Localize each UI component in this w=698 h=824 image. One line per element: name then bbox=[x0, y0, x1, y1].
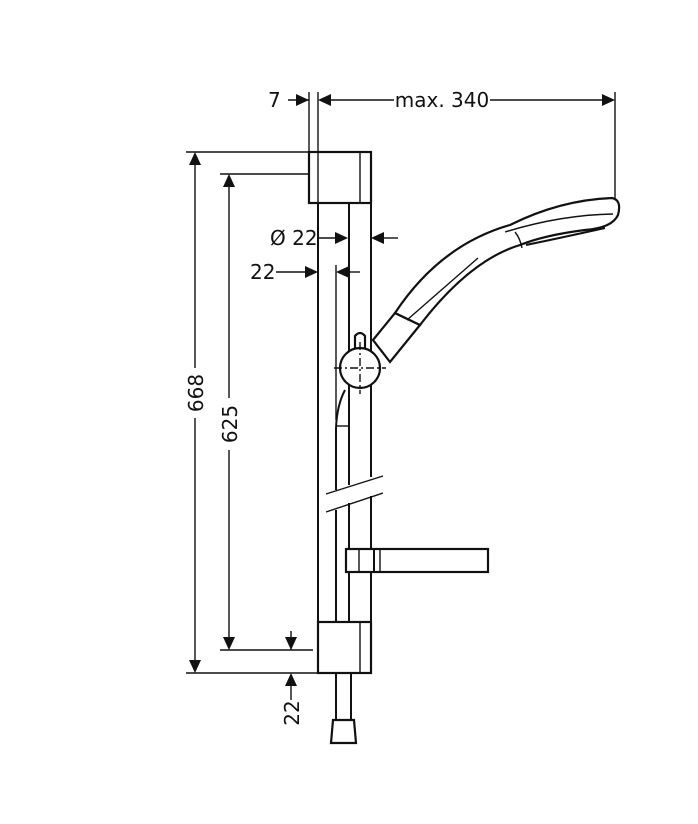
dim-bottom-offset: 22 bbox=[280, 700, 304, 725]
dimension-rail-diameter: Ø 22 bbox=[270, 226, 398, 250]
dim-mount-spacing: 625 bbox=[218, 405, 242, 443]
dimension-top: 7 max. 340 bbox=[268, 88, 615, 112]
slider-knob bbox=[334, 331, 386, 394]
break-marks bbox=[325, 475, 384, 513]
wall-bracket-bottom bbox=[316, 620, 373, 745]
wall-bracket-top bbox=[307, 150, 373, 205]
dim-max-reach: max. 340 bbox=[395, 88, 489, 112]
extension-lines bbox=[186, 92, 616, 674]
dimension-total-height: 668 bbox=[184, 152, 208, 673]
dim-hose-offset: 22 bbox=[250, 260, 275, 284]
hose bbox=[317, 203, 349, 622]
dimension-bottom-offset: 22 bbox=[280, 631, 304, 726]
soap-dish bbox=[344, 547, 490, 574]
dim-rail-diameter: Ø 22 bbox=[270, 226, 318, 250]
dim-wall-offset: 7 bbox=[268, 88, 281, 112]
hand-shower bbox=[371, 196, 621, 364]
dimension-mount-spacing: 625 bbox=[218, 174, 242, 650]
dimension-hose-offset: 22 bbox=[250, 260, 360, 284]
dim-total-height: 668 bbox=[184, 374, 208, 412]
